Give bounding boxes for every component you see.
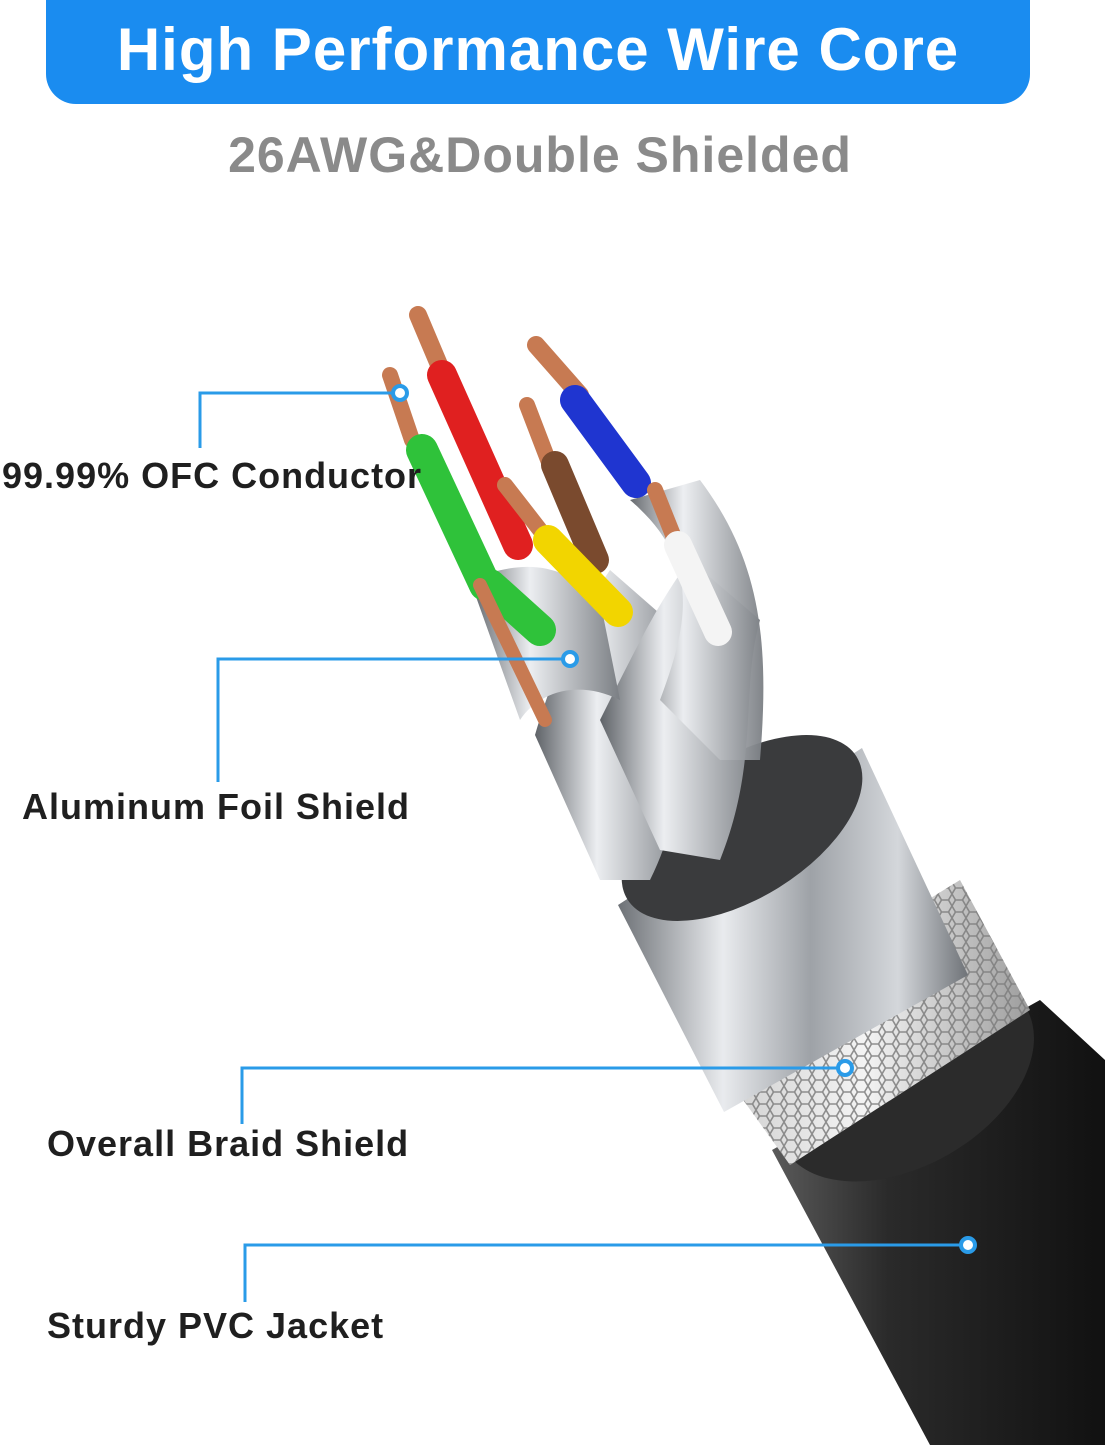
callout-dot-conductor [391,384,409,402]
callout-dot-foil [561,650,579,668]
callout-label-braid: Overall Braid Shield [47,1123,410,1164]
callout-dot-jacket [959,1236,977,1254]
conductors [382,306,732,727]
callout-lines [198,391,968,1302]
outer-foil [618,735,968,1112]
subtitle: 26AWG&Double Shielded [228,127,852,183]
callout-dot-braid [836,1059,854,1077]
title: High Performance Wire Core [116,15,960,83]
callout-label-conductor: 99.99% OFC Conductor [2,455,423,496]
callout-label-foil: Aluminum Foil Shield [22,786,410,827]
title-banner: High Performance Wire Core [46,0,1030,104]
callout-label-jacket: Sturdy PVC Jacket [47,1305,385,1346]
pair-foils [470,480,764,880]
callout-line-jacket [243,1243,968,1302]
callout-dots [391,384,977,1254]
callout-line-conductor [198,391,400,448]
callout-line-braid [240,1066,845,1124]
callout-line-foil [216,657,570,782]
